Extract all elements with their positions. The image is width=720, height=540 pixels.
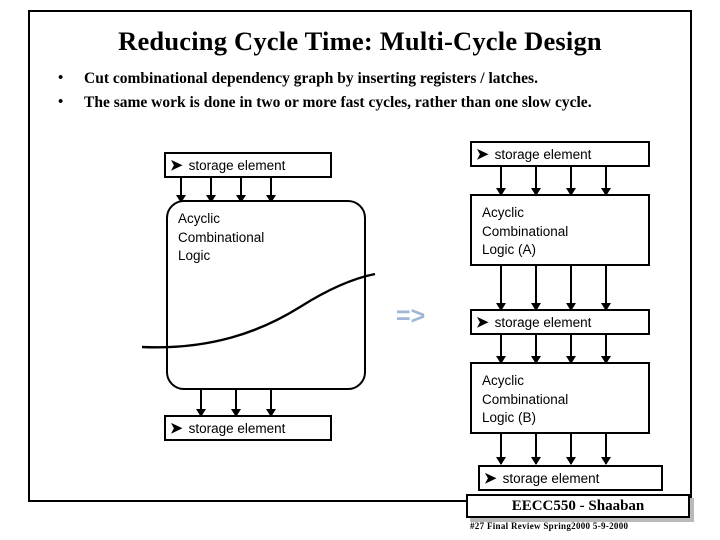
right-logic-b-line-2: Combinational (482, 391, 569, 407)
footer-banner: EECC550 - Shaaban (466, 494, 690, 518)
arrow-glyph-icon: ➤ (484, 469, 497, 487)
connector-arrow (531, 335, 541, 364)
right-logic-b-line-3: Logic (B) (482, 410, 537, 426)
left-bottom-storage-label: storage element (188, 420, 286, 436)
connector-arrow (601, 434, 611, 465)
arrow-glyph-icon: ➤ (170, 156, 183, 174)
connector-arrow (601, 335, 611, 364)
connector-arrow (496, 167, 506, 196)
right-logic-a-line-1: Acyclic (482, 205, 525, 220)
page-title: Reducing Cycle Time: Multi-Cycle Design (118, 26, 602, 56)
arrow-glyph-icon: ➤ (476, 313, 489, 331)
connector-arrow (566, 434, 576, 465)
bullet-text: Cut combinational dependency graph by in… (84, 70, 538, 87)
connector-arrow (266, 390, 276, 417)
right-mid-storage-label: storage element (494, 314, 592, 330)
arrow-glyph-icon: ➤ (170, 419, 183, 437)
bullet-text: The same work is done in two or more fas… (84, 94, 592, 111)
connector-arrow (206, 178, 216, 203)
connector-arrow (176, 178, 186, 203)
slide-frame: Reducing Cycle Time: Multi-Cycle Design … (28, 10, 692, 502)
feedback-curve (141, 272, 376, 349)
connector-arrow (236, 178, 246, 203)
left-logic-line-2: Combinational (178, 229, 265, 245)
diagram-area: ➤ storage element Acyclic Combinational … (30, 122, 690, 502)
connector-arrow (266, 178, 276, 203)
connector-arrow (566, 266, 576, 311)
list-item: • Cut combinational dependency graph by … (40, 68, 688, 90)
connector-arrow (601, 266, 611, 311)
connector-arrow (531, 266, 541, 311)
right-logic-a-line-2: Combinational (482, 223, 569, 239)
connector-arrow (566, 335, 576, 364)
arrow-glyph-icon: ➤ (476, 145, 489, 163)
left-logic-box: Acyclic Combinational Logic (166, 200, 366, 390)
left-top-storage-label: storage element (188, 157, 286, 173)
list-item: • The same work is done in two or more f… (40, 92, 688, 114)
right-mid-storage-box: ➤ storage element (470, 309, 650, 335)
right-logic-a-line-3: Logic (A) (482, 242, 537, 258)
connector-arrow (496, 266, 506, 311)
left-bottom-storage-box: ➤ storage element (164, 415, 332, 441)
connector-arrow (601, 167, 611, 196)
bullet-marker: • (58, 70, 64, 86)
left-logic-line-3: Logic (178, 248, 211, 264)
bullet-list: • Cut combinational dependency graph by … (40, 68, 688, 116)
connector-arrow (231, 390, 241, 417)
right-logic-b-line-1: Acyclic (482, 373, 525, 388)
footer-note: #27 Final Review Spring2000 5-9-2000 (470, 521, 629, 531)
left-logic-line-1: Acyclic (178, 211, 221, 226)
bullet-marker: • (58, 94, 64, 110)
connector-arrow (566, 167, 576, 196)
connector-arrow (496, 434, 506, 465)
right-top-storage-label: storage element (494, 146, 592, 162)
connector-arrow (531, 434, 541, 465)
right-top-storage-box: ➤ storage element (470, 141, 650, 167)
connector-arrow (496, 335, 506, 364)
left-top-storage-box: ➤ storage element (164, 152, 332, 178)
footer-label: EECC550 - Shaaban (511, 497, 645, 514)
right-logic-b-box: Acyclic Combinational Logic (B) (470, 362, 650, 434)
connector-arrow (531, 167, 541, 196)
right-logic-a-box: Acyclic Combinational Logic (A) (470, 194, 650, 266)
right-bottom-storage-box: ➤ storage element (478, 465, 663, 491)
connector-arrow (196, 390, 206, 417)
right-bottom-storage-label: storage element (502, 470, 600, 486)
implies-operator: => (396, 302, 426, 330)
